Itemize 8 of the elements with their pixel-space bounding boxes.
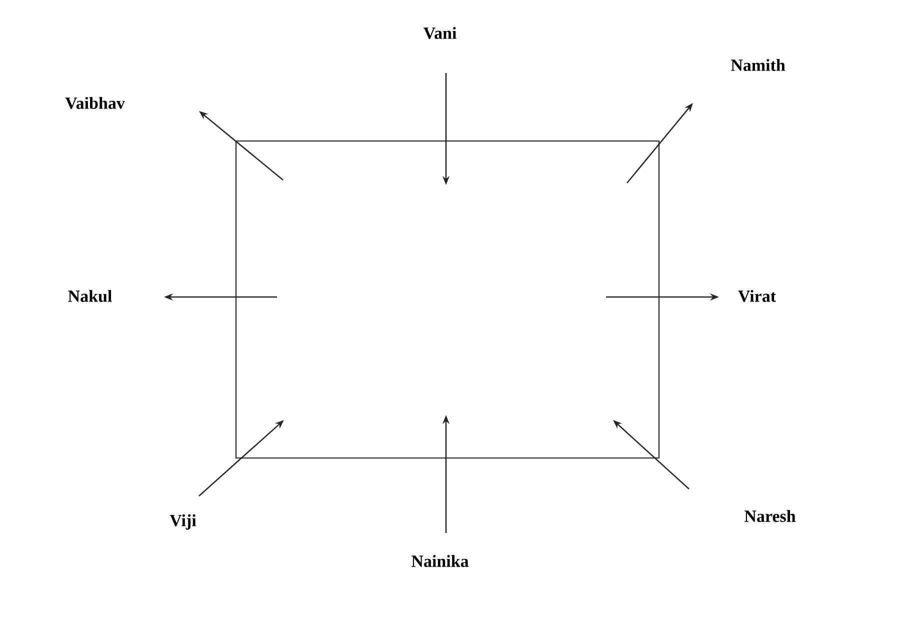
name-label: Viji (170, 514, 196, 530)
name-label: Naresh (744, 510, 796, 522)
name-label: Virat (738, 290, 776, 302)
name-label: Vaibhav (65, 96, 125, 110)
name-label: Nakul (68, 290, 112, 302)
name-label: Vani (424, 26, 456, 40)
name-label: Nainika (412, 555, 469, 567)
name-label: Namith (730, 59, 786, 71)
